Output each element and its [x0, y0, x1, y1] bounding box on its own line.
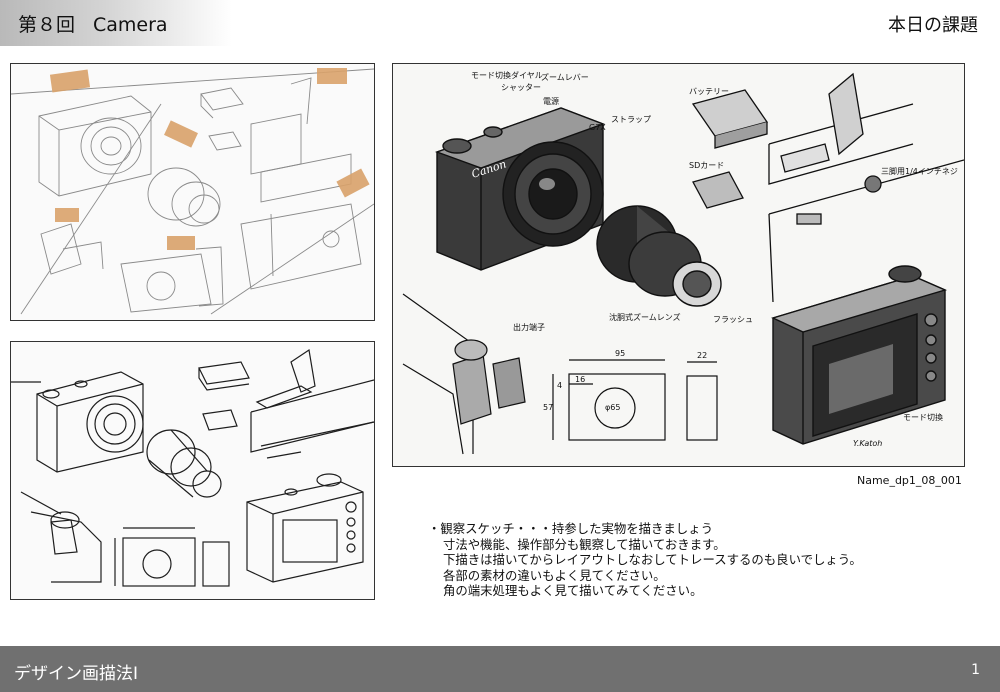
dim-width: 95	[615, 349, 625, 358]
note-power: 電源	[543, 97, 559, 106]
marker-rendering: Canon G7X	[402, 70, 964, 455]
note-flash: フラッシュ	[713, 315, 753, 324]
assignment-notes: ・観察スケッチ・・・持参した実物を描きましょう 寸法や機能、操作部分も観察して描…	[428, 521, 862, 599]
note-line-3: 下描きは描いてからレイアウトしなおしてトレースするのも良いでしょう。	[443, 552, 862, 567]
note-shutter: シャッター	[501, 83, 541, 92]
dim-height: 57	[543, 403, 553, 412]
note-line-5: 角の端末処理もよく見て描いてみてください。	[443, 583, 703, 598]
course-name: デザイン画描法Ⅰ	[14, 664, 139, 684]
marker-rendering-panel: Canon G7X	[392, 63, 965, 467]
note-line-1: ・観察スケッチ・・・持参した実物を描きましょう	[428, 521, 713, 536]
line-drawing	[11, 348, 374, 587]
note-strap: ストラップ	[611, 115, 651, 124]
rough-sketch-panel	[10, 63, 375, 321]
note-mode-dial: モード切換ダイヤル	[471, 70, 543, 80]
note-mode-switch: モード切換	[903, 412, 943, 422]
file-name-caption: Name_dp1_08_001	[857, 474, 962, 487]
rough-sketch-drawing	[11, 68, 374, 315]
dim-offset: 4	[557, 381, 562, 390]
note-connector: 出力端子	[513, 322, 545, 332]
page-number: 1	[971, 662, 980, 678]
dim-lens: φ65	[605, 403, 620, 412]
model-label: G7X	[589, 123, 606, 132]
line-drawing-panel	[10, 341, 375, 600]
dim-small: 16	[575, 375, 585, 384]
lecture-number: 第８回	[18, 14, 76, 36]
signature: Y.Katoh	[853, 439, 882, 448]
note-lens: 沈胴式ズームレンズ	[609, 312, 681, 322]
note-battery: バッテリー	[689, 87, 729, 96]
task-label: 本日の課題	[888, 15, 978, 36]
note-line-2: 寸法や機能、操作部分も観察して描いておきます。	[443, 536, 726, 552]
dim-depth: 22	[697, 351, 707, 360]
note-line-4: 各部の素材の違いもよく見てください。	[443, 567, 666, 583]
lecture-topic: Camera	[93, 14, 168, 36]
note-zoom-lever: ズームレバー	[541, 72, 589, 82]
footer-bar: デザイン画描法Ⅰ 1	[0, 646, 1000, 692]
slide-title: 第８回 Camera	[18, 10, 168, 37]
note-tripod: 三脚用1/4インチネジ	[881, 166, 958, 176]
note-sd-card: SDカード	[689, 161, 724, 170]
title-band	[0, 0, 232, 46]
